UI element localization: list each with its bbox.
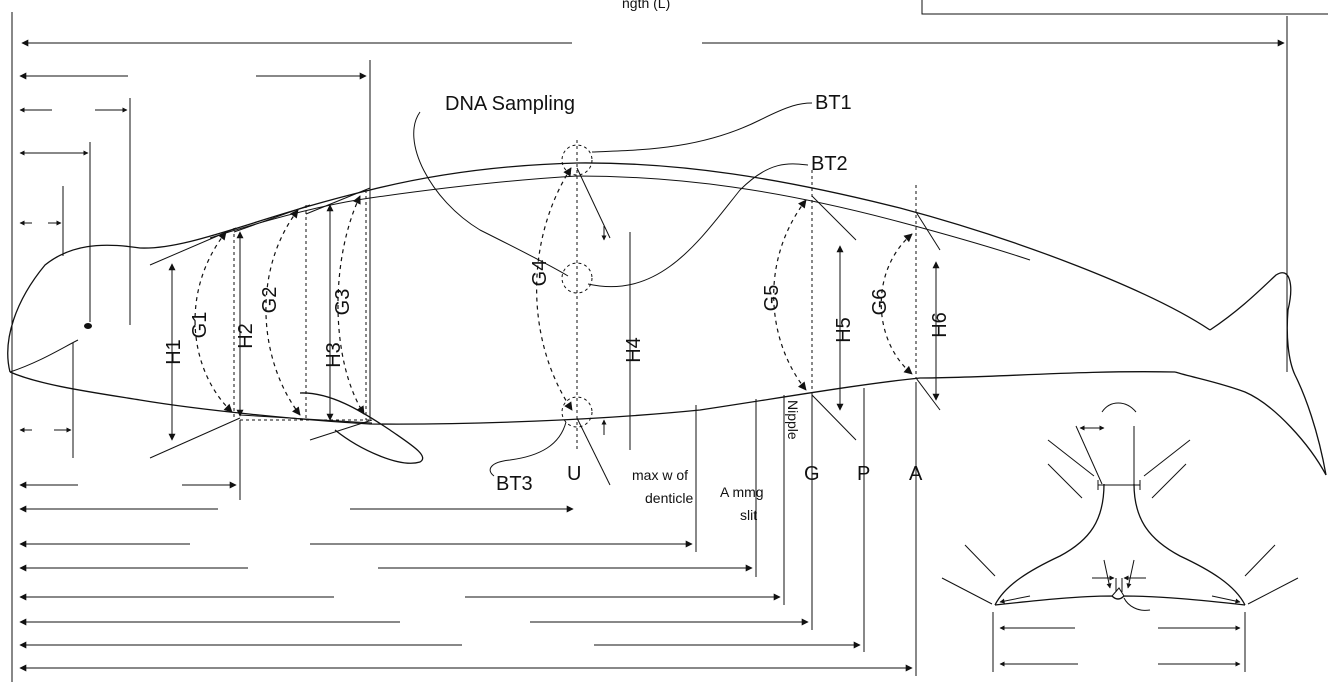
denticle-label-line2: denticle (645, 490, 693, 506)
station-p-label: P (857, 463, 870, 485)
mmg-slit-label-line1: A mmg (720, 484, 764, 500)
length-arrows-bottom (19, 382, 917, 676)
station-g-label: G (804, 463, 820, 485)
h6-label: H6 (929, 312, 951, 338)
g1-label: G1 (189, 312, 211, 339)
g4-label: G4 (529, 260, 551, 287)
fluke-inset (941, 402, 1299, 672)
g6-label: G6 (869, 289, 891, 316)
h4-label: H4 (623, 337, 645, 363)
station-u-label: U (567, 463, 581, 485)
dna-sampling-label: DNA Sampling (445, 93, 575, 115)
bt1-label: BT1 (815, 92, 852, 114)
h3-label: H3 (323, 342, 345, 368)
title-fragment: ngth (L) (622, 0, 670, 11)
denticle-label-line1: max w of (632, 467, 688, 483)
g3-label: G3 (332, 289, 354, 316)
nipple-label: Nipple (785, 400, 801, 440)
bt2-label: BT2 (811, 153, 848, 175)
station-a-label: A (909, 463, 923, 485)
g5-label: G5 (761, 285, 783, 312)
mmg-slit-label-line2: slit (740, 507, 757, 523)
h5-label: H5 (833, 317, 855, 343)
girth-stations (149, 140, 941, 486)
g2-label: G2 (259, 287, 281, 314)
length-arrows-top (11, 12, 1288, 682)
h1-label: H1 (163, 339, 185, 365)
whale-outline (7, 162, 1327, 476)
sampling-leaders (413, 102, 813, 477)
bt3-label: BT3 (496, 473, 533, 495)
h2-label: H2 (235, 323, 257, 349)
header-box-edge (921, 0, 1328, 15)
